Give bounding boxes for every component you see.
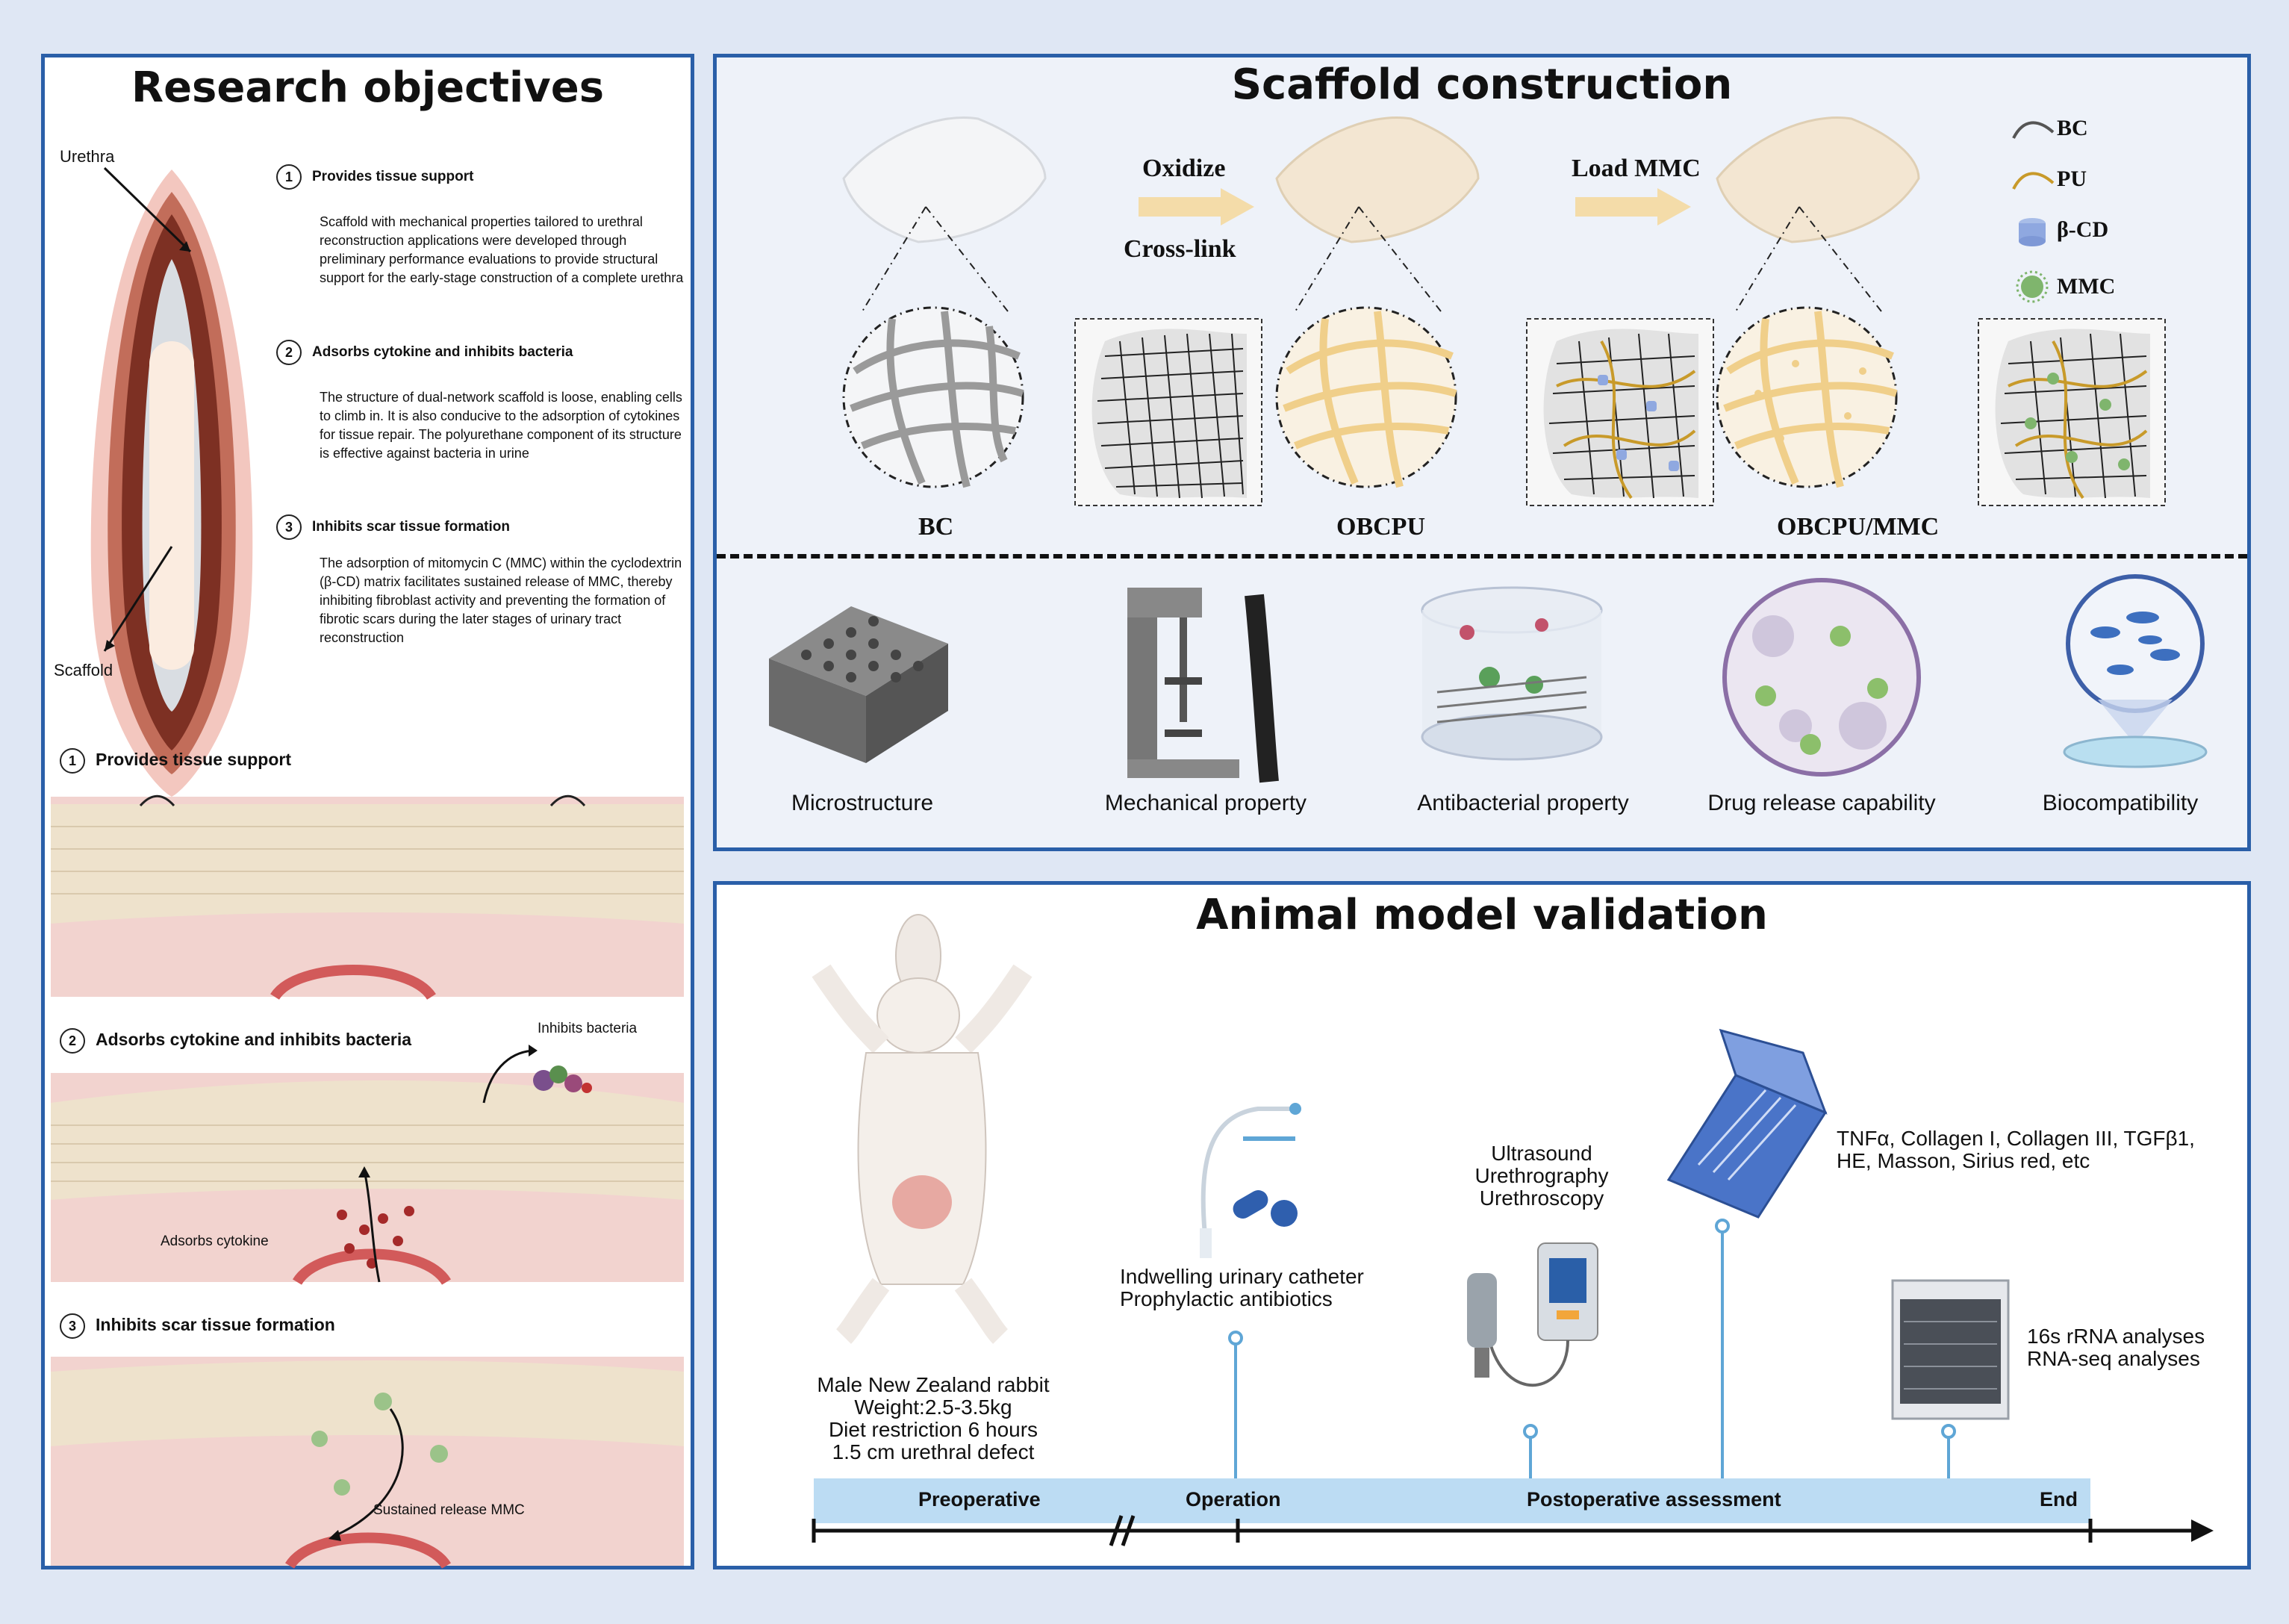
legend-mmc-icon <box>2016 270 2049 303</box>
bc-square-detail <box>1074 318 1262 506</box>
urethra-label: Urethra <box>60 147 115 166</box>
legend-beta-cd-icon <box>2019 218 2046 246</box>
histology-cassette-icon <box>1666 1028 1828 1219</box>
obcpu-magnified-network <box>1275 206 1457 488</box>
timeline-end: End <box>2040 1488 2078 1511</box>
scaffold-construction-panel: Scaffold construction Oxidize Cross-link… <box>713 54 2251 851</box>
timeline-postoperative: Postoperative assessment <box>1527 1488 1781 1511</box>
adsorbs-cytokine-label: Adsorbs cytokine <box>161 1233 269 1249</box>
rabbit-info: Male New Zealand rabbit Weight:2.5-3.5kg… <box>817 1373 1050 1463</box>
sequencer-icon <box>1891 1279 2010 1420</box>
research-objectives-title: Research objectives <box>131 63 605 112</box>
pills-icon <box>1233 1190 1298 1227</box>
property-label-antibacterial: Antibacterial property <box>1417 791 1629 815</box>
rabbit-illustration <box>812 914 1033 1344</box>
sustained-release-label: Sustained release MMC <box>373 1502 525 1518</box>
catheter-icon <box>1200 1103 1301 1258</box>
stage-label-obcpu-mmc: OBCPU/MMC <box>1777 513 1940 541</box>
timeline-axis-arrow <box>812 1515 2214 1546</box>
timeline-operation: Operation <box>1186 1488 1281 1511</box>
property-label-biocompatibility: Biocompatibility <box>2042 791 2199 815</box>
histology-info: TNFα, Collagen I, Collagen III, TGFβ1, H… <box>1837 1127 2195 1172</box>
load-mmc-arrow-icon <box>1575 188 1691 225</box>
objective-3-body: The adsorption of mitomycin C (MMC) with… <box>320 556 682 645</box>
oxidize-arrow-icon <box>1139 188 1254 225</box>
inhibits-bacteria-label: Inhibits bacteria <box>538 1021 638 1036</box>
timeline-connectors <box>1228 1219 1956 1478</box>
legend-bc-icon <box>2012 121 2055 139</box>
objective-1-body: Scaffold with mechanical properties tail… <box>320 214 684 285</box>
timeline-preoperative: Preoperative <box>918 1488 1041 1511</box>
legend-mmc-label: MMC <box>2057 274 2116 299</box>
urethra-pointer-arrow <box>103 167 192 652</box>
objective-2-body: The structure of dual-network scaffold i… <box>320 390 682 461</box>
obcpu-mmc-sheet-illustration <box>1716 116 1920 243</box>
legend-beta-cd-label: β-CD <box>2057 217 2109 242</box>
property-label-mechanical: Mechanical property <box>1104 791 1307 815</box>
ultrasound-device-icon <box>1467 1242 1598 1387</box>
scaffold-label: Scaffold <box>54 661 113 679</box>
bc-magnified-network <box>842 206 1024 488</box>
property-label-microstructure: Microstructure <box>791 791 934 815</box>
mechanical-tester-icon <box>1127 588 1279 783</box>
construction-divider <box>717 554 2247 559</box>
imaging-info: Ultrasound Urethrography Urethroscopy <box>1474 1142 1609 1210</box>
drug-release-icon <box>1722 578 1921 777</box>
scar-inhibition-illustration <box>51 1357 684 1569</box>
operation-info: Indwelling urinary catheter Prophylactic… <box>1120 1265 1364 1310</box>
biocompatibility-icon <box>2063 574 2208 768</box>
cytokine-bacteria-illustration <box>51 1045 684 1286</box>
legend-pu-icon <box>2012 172 2055 190</box>
tissue-support-illustration <box>51 794 684 1001</box>
obcpu-mmc-magnified-network <box>1716 206 1898 488</box>
animal-model-panel: Animal model validation Male New Zealand… <box>713 881 2251 1569</box>
cross-link-label: Cross-link <box>1124 235 1236 263</box>
property-label-drug-release: Drug release capability <box>1707 791 1936 815</box>
legend-pu-label: PU <box>2057 167 2087 191</box>
antibacterial-icon <box>1421 586 1603 761</box>
stage-label-obcpu: OBCPU <box>1336 513 1425 541</box>
timeline-bar <box>814 1478 2090 1523</box>
obcpu-mmc-square-detail <box>1978 318 2166 506</box>
scaffold-construction-title: Scaffold construction <box>1231 60 1733 109</box>
animal-model-title: Animal model validation <box>1196 891 1768 939</box>
stage-label-bc: BC <box>918 513 954 541</box>
legend-bc-label: BC <box>2057 116 2088 140</box>
obcpu-square-detail <box>1526 318 1714 506</box>
load-mmc-label: Load MMC <box>1572 155 1701 182</box>
microstructure-icon <box>769 606 948 763</box>
oxidize-label: Oxidize <box>1142 155 1226 182</box>
urethra-illustration <box>90 169 253 797</box>
sequencing-info: 16s rRNA analyses RNA-seq analyses <box>2027 1325 2205 1370</box>
obcpu-sheet-illustration <box>1275 116 1480 243</box>
bc-sheet-illustration <box>842 116 1047 243</box>
